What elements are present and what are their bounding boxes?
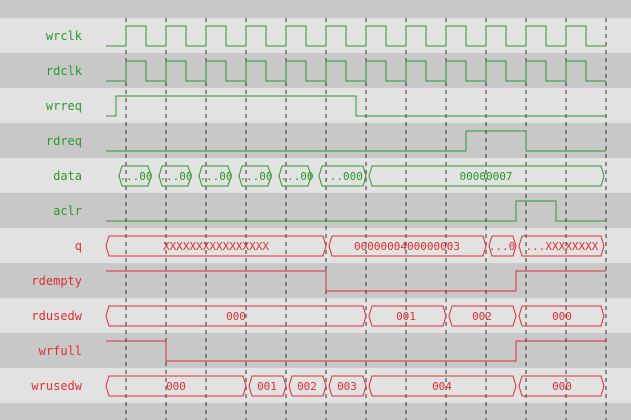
bus-value-label: ...XXXXXXXX	[526, 240, 599, 253]
signal-name-label: rdclk	[46, 64, 83, 78]
bus-segment	[448, 305, 517, 327]
bus-segment	[278, 165, 312, 187]
bit-waveform	[106, 270, 606, 292]
bus-segment	[238, 165, 272, 187]
bus-segment	[118, 165, 152, 187]
bus-value-label: ...00	[159, 170, 192, 183]
signal-row	[0, 263, 631, 298]
bus-value-label: 00000007	[460, 170, 513, 183]
bit-waveform	[106, 200, 606, 222]
clock-waveform	[106, 25, 606, 47]
bit-waveform	[106, 130, 606, 152]
signal-name-label: wrusedw	[31, 379, 82, 393]
signal-row	[0, 53, 631, 88]
signal-name-label: wrreq	[46, 99, 82, 113]
bus-value-label: 003	[337, 380, 357, 393]
signal-row	[0, 193, 631, 228]
signal-name-label: aclr	[53, 204, 82, 218]
bus-value-label: ...00	[239, 170, 272, 183]
bus-value-label: 000	[166, 380, 186, 393]
signal-row	[0, 88, 631, 123]
bus-segment	[105, 305, 367, 327]
bus-segment	[105, 375, 247, 397]
bus-segment	[318, 165, 367, 187]
bus-segment	[288, 375, 327, 397]
bus-segment	[488, 235, 517, 257]
bus-value-label: 004	[432, 380, 452, 393]
bus-segment	[518, 235, 605, 257]
bus-segment	[368, 165, 605, 187]
bus-segment	[198, 165, 232, 187]
signal-name-label: q	[75, 239, 82, 253]
signal-name-label: rdusedw	[31, 309, 82, 323]
signal-row	[0, 123, 631, 158]
signal-name-label: wrclk	[46, 29, 83, 43]
clock-waveform	[106, 60, 606, 82]
bus-segment	[248, 375, 287, 397]
bus-value-label: ...0	[489, 240, 516, 253]
bus-segment	[518, 305, 605, 327]
bus-segment	[368, 305, 447, 327]
bus-segment	[518, 375, 605, 397]
signal-row	[0, 298, 631, 333]
bus-value-label: 000	[552, 380, 572, 393]
signal-row	[0, 18, 631, 53]
bus-value-label: XXXXXXXXXXXXXXXX	[163, 240, 269, 253]
bus-segment	[368, 375, 517, 397]
bus-value-label: 001	[257, 380, 277, 393]
bus-value-label: ...000	[323, 170, 363, 183]
bit-waveform	[106, 340, 606, 362]
bus-value-label: ...00	[119, 170, 152, 183]
bus-value-label: 002	[297, 380, 317, 393]
bus-value-label: 000	[226, 310, 246, 323]
signal-name-label: rdempty	[31, 274, 82, 288]
bus-segment	[158, 165, 192, 187]
bus-value-label: 001	[396, 310, 416, 323]
bus-segment	[328, 235, 487, 257]
signal-row	[0, 158, 631, 193]
bus-value-label: ...00	[280, 170, 313, 183]
bus-value-label: 002	[472, 310, 492, 323]
bus-value-label: ...00	[199, 170, 232, 183]
bus-value-label: 000	[552, 310, 572, 323]
signal-name-label: data	[53, 169, 82, 183]
signal-name-label: wrfull	[39, 344, 82, 358]
signal-name-label: rdreq	[46, 134, 82, 148]
bus-value-label: 0000000400000003	[354, 240, 460, 253]
signal-row	[0, 333, 631, 368]
bit-waveform	[106, 95, 606, 117]
bus-segment	[328, 375, 367, 397]
bus-segment	[105, 235, 327, 257]
